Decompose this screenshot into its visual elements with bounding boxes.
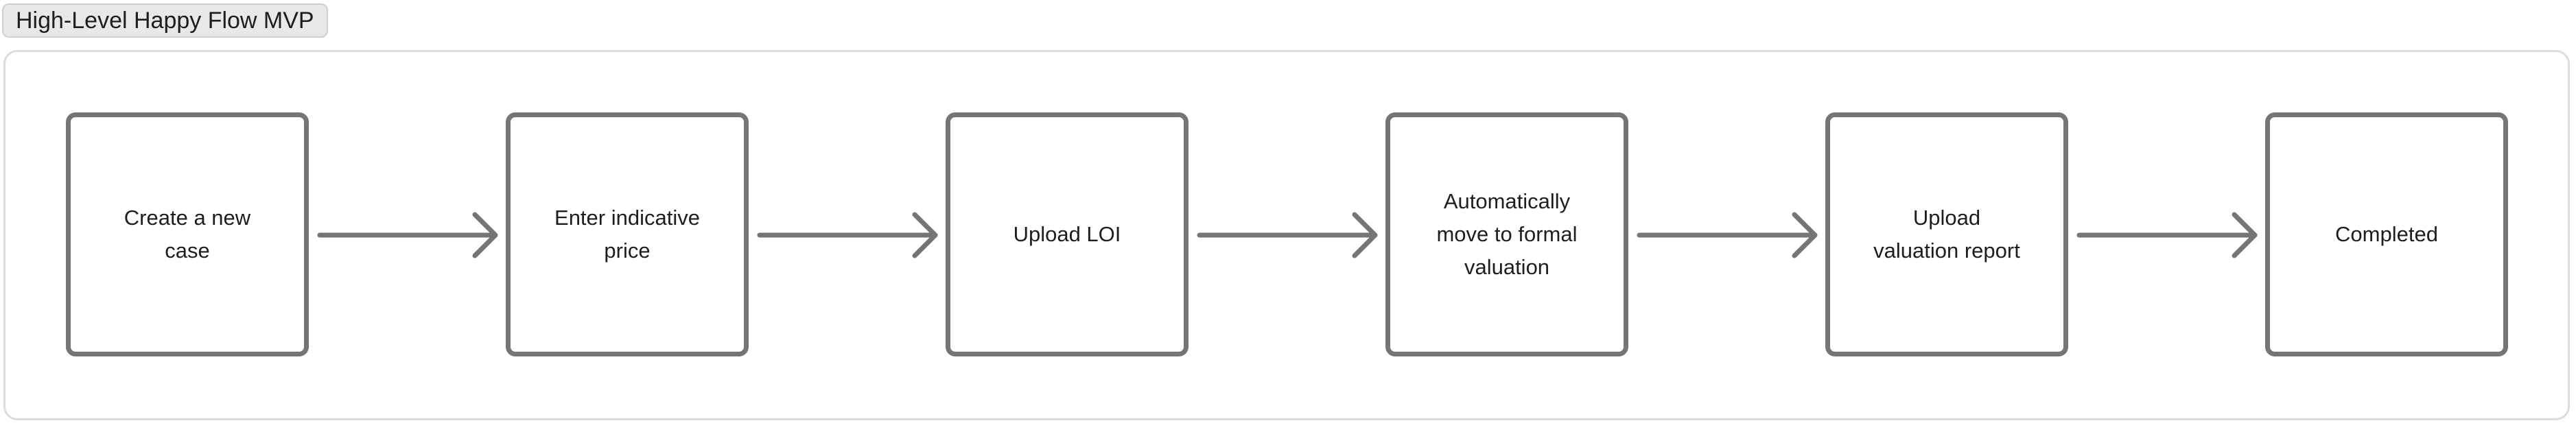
step-label: Upload valuation report [1873,206,2020,263]
step-label: Upload LOI [1013,222,1121,246]
step-create-case[interactable]: Create a new case [66,112,309,356]
step-enter-price[interactable]: Enter indicative price [506,112,749,356]
step-label: Enter indicative price [554,206,700,263]
step-label: Create a new case [124,206,251,263]
flow-frame [3,50,2570,420]
step-label: Completed [2335,222,2438,246]
step-formal-valuation[interactable]: Automatically move to formal valuation [1385,112,1628,356]
frame-title[interactable]: High-Level Happy Flow MVP [2,3,328,38]
step-label: Automatically move to formal valuation [1436,189,1578,279]
step-upload-loi[interactable]: Upload LOI [946,112,1189,356]
step-completed[interactable]: Completed [2265,112,2508,356]
step-upload-report[interactable]: Upload valuation report [1825,112,2068,356]
